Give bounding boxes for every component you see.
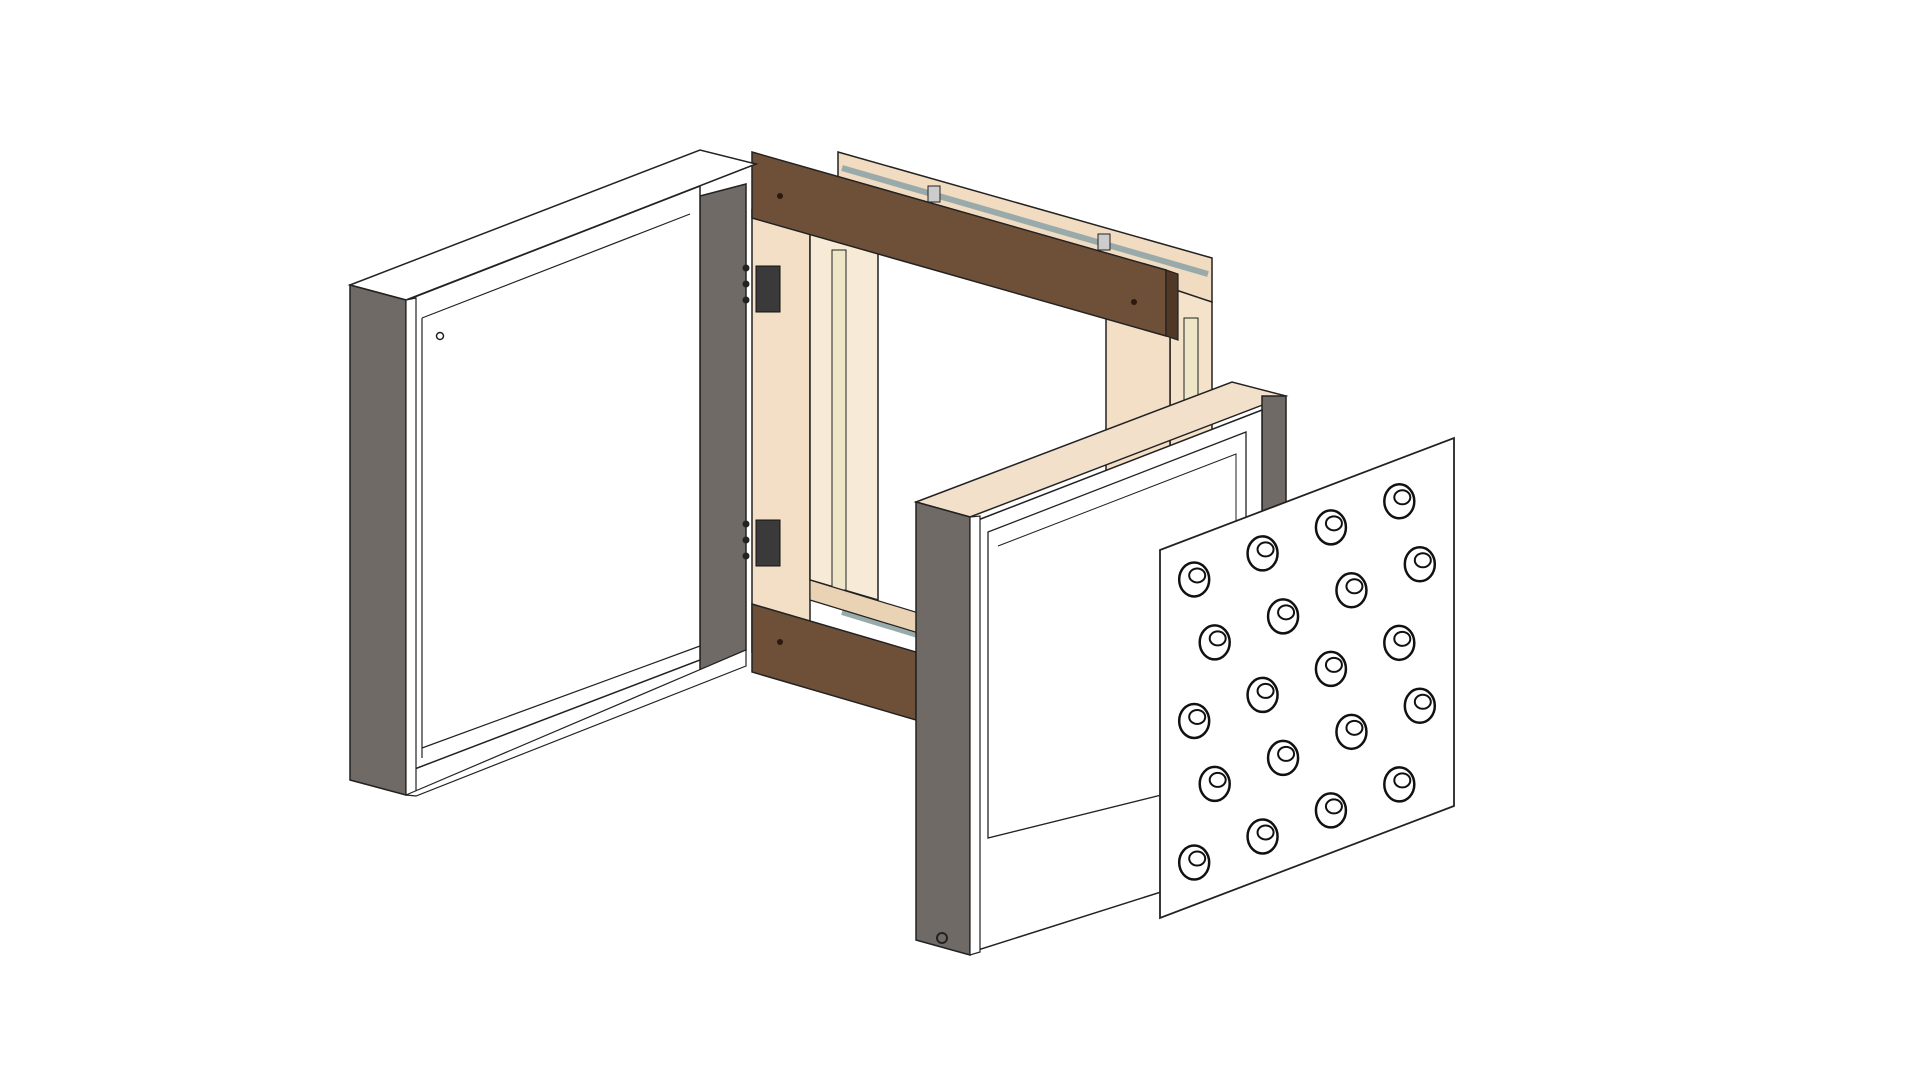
door-bottom-face	[405, 649, 747, 797]
hinge-screw	[742, 280, 750, 288]
beam-screw	[777, 193, 783, 199]
clip	[927, 185, 941, 203]
hinge-plate	[755, 519, 781, 567]
clip	[1097, 233, 1111, 251]
perforated-back-panel	[1159, 436, 1455, 920]
knob-cap	[1188, 567, 1207, 584]
hinge-screw	[742, 296, 750, 304]
panel-knob	[1177, 702, 1211, 740]
knob-cap	[1413, 693, 1432, 710]
back-panel-sheet	[1159, 436, 1455, 920]
knob-grid	[1177, 483, 1437, 881]
panel-knob	[1246, 676, 1279, 714]
knob-cap	[1256, 824, 1275, 841]
hinge-top	[742, 264, 781, 313]
knob-cap	[1393, 630, 1412, 647]
knob-cap	[1256, 682, 1275, 699]
panel-knob	[1314, 509, 1348, 546]
knob-cap	[1324, 798, 1343, 815]
subframe-top-beam-end	[1165, 269, 1179, 341]
hinge-screw	[742, 264, 750, 272]
hinge-screw	[742, 520, 750, 528]
panel-knob	[1177, 844, 1211, 881]
panel-knob	[1335, 572, 1368, 609]
knob-cap	[1393, 772, 1412, 789]
panel-knob	[1403, 687, 1437, 725]
knob-cap	[1393, 489, 1412, 506]
door-left-front	[405, 297, 417, 796]
hinge-plate	[755, 265, 781, 313]
door-latch-screw	[435, 331, 445, 341]
knob-cap	[1345, 578, 1364, 595]
door-inner-lip	[421, 213, 691, 319]
panel-knob	[1383, 624, 1416, 662]
panel-knob	[1246, 818, 1279, 855]
knob-cap	[1188, 850, 1207, 867]
panel-knob	[1403, 546, 1437, 583]
knob-cap	[1208, 771, 1227, 788]
rod-top	[841, 165, 1209, 277]
hinge-bottom	[742, 519, 781, 567]
beam-screw	[777, 639, 783, 645]
knob-cap	[1324, 515, 1343, 532]
box-left-front	[969, 515, 981, 956]
door-inner-bottom	[421, 645, 701, 749]
panel-knob	[1383, 483, 1416, 520]
knob-cap	[1324, 656, 1343, 673]
knob-cap	[1413, 552, 1432, 569]
knob-cap	[1277, 745, 1296, 762]
panel-knob	[1246, 535, 1279, 572]
box-left-face	[915, 501, 971, 956]
knob-cap	[1277, 604, 1296, 621]
subframe-left-strip	[831, 249, 847, 591]
panel-knob	[1383, 766, 1416, 803]
panel-knob	[1177, 561, 1211, 598]
panel-knob	[1198, 624, 1231, 661]
panel-knob	[1198, 765, 1231, 803]
beam-screw	[1131, 299, 1137, 305]
knob-cap	[1208, 630, 1227, 647]
door-left-face	[349, 284, 407, 796]
box-lock-icon	[936, 932, 948, 944]
panel-knob	[1335, 713, 1368, 751]
panel-knob	[1314, 792, 1348, 829]
panel-knob	[1314, 650, 1348, 688]
hinge-screw	[742, 552, 750, 560]
hinge-screw	[742, 536, 750, 544]
knob-cap	[1188, 708, 1207, 725]
knob-cap	[1256, 541, 1275, 558]
front-door-frame	[347, 149, 759, 797]
knob-cap	[1345, 719, 1364, 736]
panel-knob	[1266, 739, 1300, 777]
panel-knob	[1266, 598, 1300, 635]
door-right-face	[699, 183, 747, 672]
